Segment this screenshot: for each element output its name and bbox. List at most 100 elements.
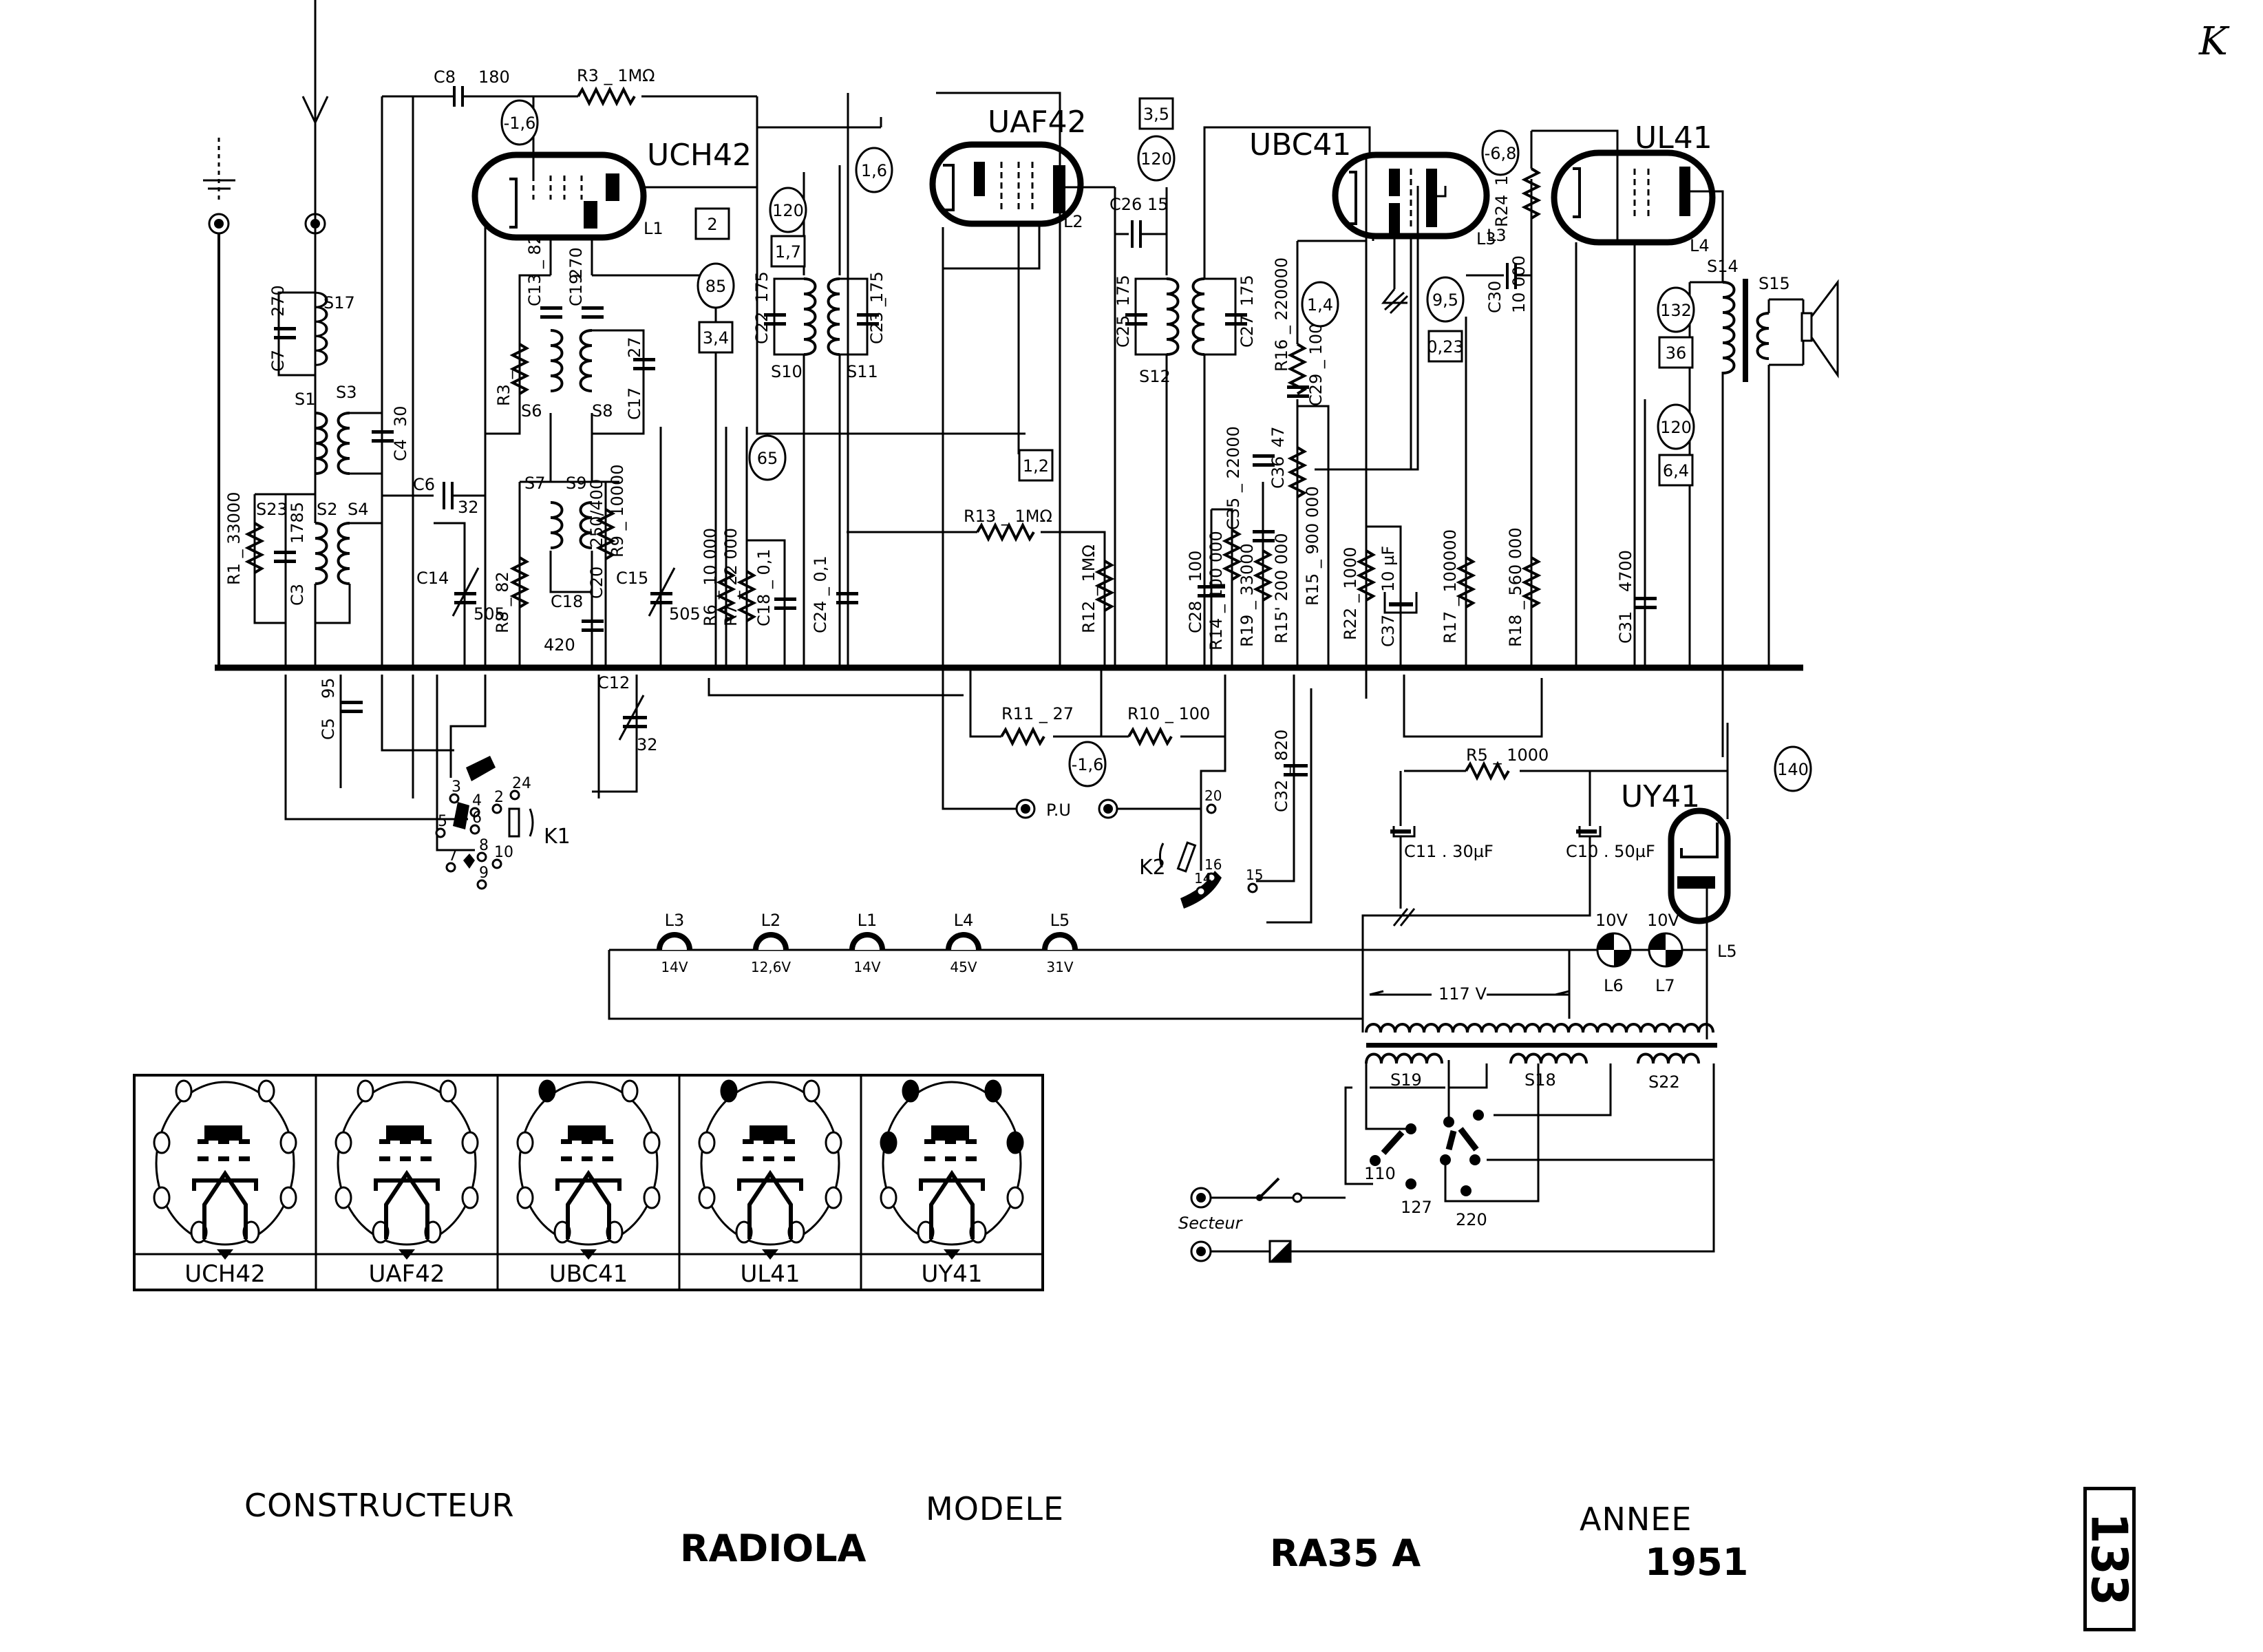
svg-text:S1: S1	[295, 390, 316, 409]
svg-text:R7 _ 22 000: R7 _ 22 000	[721, 528, 741, 626]
svg-text:C20 _ 250/400: C20 _ 250/400	[587, 479, 606, 599]
secondary-winding	[1509, 1052, 1588, 1064]
socket-label: UAF42	[369, 1260, 445, 1288]
test-point-voltage: 132	[1657, 286, 1695, 333]
svg-text:R15' 200 000: R15' 200 000	[1272, 533, 1291, 644]
svg-text:C17: C17	[625, 388, 644, 420]
svg-text:R17 _ 100000: R17 _ 100000	[1441, 529, 1460, 644]
svg-text:R15 _ 900 000: R15 _ 900 000	[1303, 486, 1322, 606]
svg-text:C28 _ 100: C28 _ 100	[1186, 551, 1205, 633]
test-point-voltage: 9,5	[1426, 276, 1465, 323]
coil-s1-s3: S1 S3 C4 30	[295, 96, 410, 668]
tone-cap-c31: C31 4700	[1616, 165, 1657, 668]
k2-contact	[1206, 803, 1217, 814]
svg-text:85: 85	[705, 277, 727, 296]
svg-text:R6 _ 10 000: R6 _ 10 000	[701, 528, 720, 626]
svg-text:S2: S2	[317, 500, 338, 519]
svg-text:36: 36	[1666, 343, 1687, 363]
socket-ul41	[698, 1079, 842, 1260]
svg-text:C6: C6	[413, 475, 435, 494]
socket-uaf42	[334, 1079, 479, 1260]
svg-text:S15: S15	[1759, 274, 1790, 293]
socket-label: UY41	[922, 1260, 983, 1288]
svg-text:47: 47	[1268, 426, 1288, 447]
k2-contact	[1206, 872, 1217, 883]
test-point-voltage: -1,6	[500, 99, 539, 146]
svg-text:S22: S22	[1648, 1072, 1680, 1092]
coil-s17: S17 C7 270	[268, 285, 355, 377]
audio-network: C28 _ 100 R14 _ 100 000 R19 _ 33000 C35 …	[1186, 155, 1542, 668]
page-number-box: 133	[2081, 1487, 2138, 1631]
test-point-current: 1,7	[770, 235, 806, 268]
svg-text:2: 2	[707, 215, 717, 234]
svg-text:S19: S19	[1390, 1070, 1422, 1090]
speaker-icon	[1800, 279, 1839, 379]
svg-text:P.U: P.U	[1046, 801, 1071, 820]
lamp-l7-icon	[1648, 932, 1683, 968]
svg-text:32: 32	[458, 498, 479, 517]
svg-text:C12: C12	[597, 673, 630, 692]
voltage-selector[interactable]: 110 127 220 S19 S18 S22	[1232, 1060, 1715, 1253]
svg-text:C32 _ 820: C32 _ 820	[1272, 730, 1291, 812]
svg-text:R3 _: R3 _	[494, 370, 513, 406]
tube-ubc41: UBC41 L3	[1249, 127, 1507, 469]
svg-text:C30: C30	[1485, 281, 1505, 313]
coil-s2-s4: S23 S2 S4 R1 _ 33000 C3 1785	[224, 0, 382, 668]
svg-text:L7: L7	[1655, 976, 1675, 995]
svg-text:220: 220	[1456, 1210, 1487, 1229]
k1-contact	[435, 827, 446, 838]
svg-text:1,7: 1,7	[775, 242, 801, 262]
svg-text:-6,8: -6,8	[1485, 144, 1517, 163]
if-transformer-1: C22 175 C23 _ 175 S10 S11	[745, 96, 1026, 668]
output-transformer: S14 S15	[1688, 257, 1803, 757]
svg-text:12,6V: 12,6V	[751, 959, 791, 975]
svg-text:120: 120	[1660, 418, 1692, 437]
svg-text:C24 _ 0,1: C24 _ 0,1	[811, 555, 830, 633]
svg-text:R18 _ 560 000: R18 _ 560 000	[1506, 527, 1525, 647]
svg-text:120: 120	[772, 201, 804, 220]
modele-value: RA35 A	[1270, 1532, 1421, 1575]
test-point-current: 6,4	[1658, 454, 1694, 487]
svg-text:C19: C19	[566, 274, 586, 306]
svg-text:C18: C18	[551, 592, 583, 611]
k1-contact-label: 5	[438, 813, 447, 830]
svg-text:C36: C36	[1268, 456, 1288, 489]
svg-text:3,4: 3,4	[703, 328, 729, 348]
k2-contact-label: 14	[1194, 870, 1211, 887]
k1-contact	[449, 793, 460, 804]
svg-text:UY41: UY41	[1621, 779, 1700, 814]
svg-text:L2: L2	[1063, 212, 1083, 231]
svg-text:C18 _ 0,1: C18 _ 0,1	[754, 549, 774, 626]
svg-text:3,5: 3,5	[1143, 105, 1169, 124]
svg-text:C22: C22	[752, 312, 772, 344]
svg-text:1,4: 1,4	[1307, 295, 1333, 315]
primary-winding	[1365, 1023, 1714, 1033]
k1-contact-label: 3	[451, 779, 461, 796]
svg-text:C3: C3	[288, 584, 307, 606]
svg-text:C10 . 50µF: C10 . 50µF	[1566, 842, 1655, 861]
test-point-current: 2	[694, 207, 730, 240]
svg-text:180: 180	[478, 67, 510, 87]
k1-contact	[469, 824, 480, 835]
k1-contact-label: 9	[479, 865, 489, 882]
test-point-voltage: 140	[1774, 745, 1812, 792]
svg-text:L5: L5	[1717, 942, 1737, 961]
test-point-current: 1,2	[1018, 449, 1054, 482]
svg-text:C4: C4	[391, 439, 410, 461]
svg-text:S14: S14	[1707, 257, 1739, 276]
k1-contact	[491, 858, 502, 869]
svg-text:C7: C7	[268, 350, 288, 372]
svg-text:L1: L1	[644, 219, 663, 238]
svg-text:R1 _ 33000: R1 _ 33000	[224, 491, 244, 585]
svg-text:10V: 10V	[1595, 911, 1628, 930]
tube-uaf42: UAF42 L2	[847, 92, 1115, 668]
k1-contact-label: 10	[494, 844, 513, 861]
test-point-voltage: -1,6	[1068, 741, 1107, 787]
